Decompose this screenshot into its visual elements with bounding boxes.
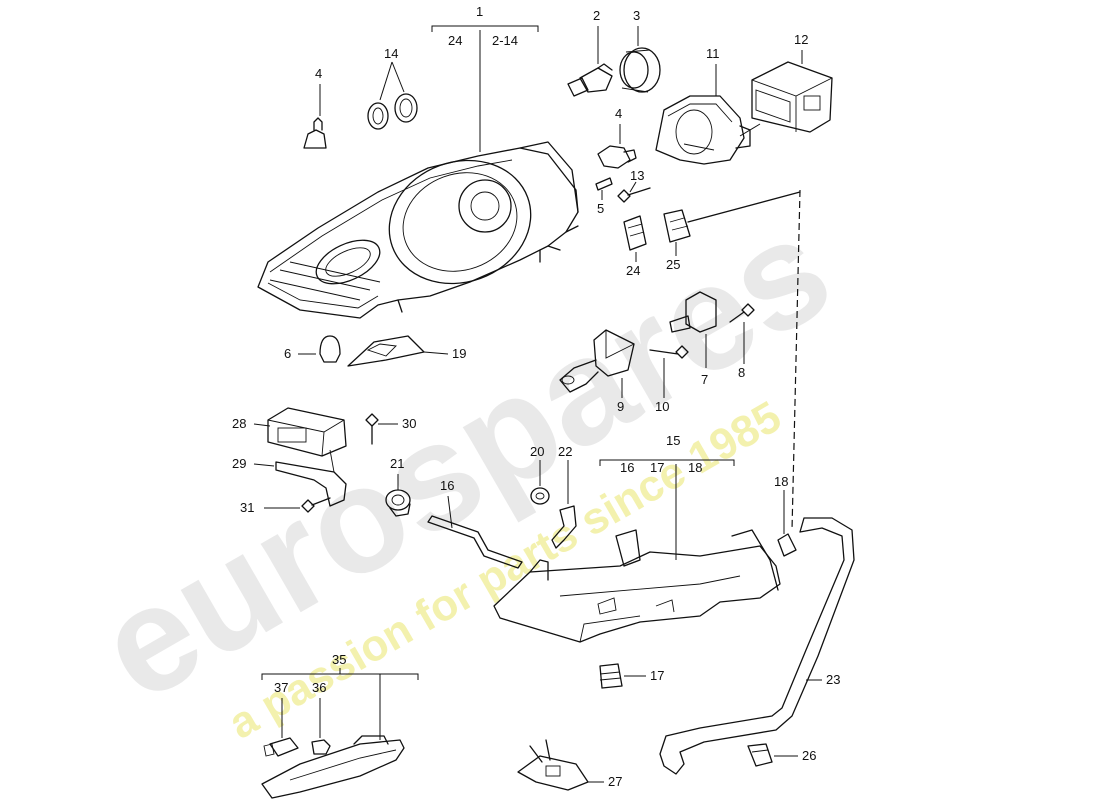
- callout-16: 16: [440, 478, 454, 493]
- nut-20: 20: [530, 444, 550, 505]
- callout-2: 2: [593, 8, 600, 23]
- retaining-ring: 3: [619, 8, 661, 93]
- callout-1: 1: [476, 4, 483, 19]
- callout-28: 28: [232, 416, 246, 431]
- callout-4-left: 4: [315, 66, 322, 81]
- side-marker-group: 35 37 36: [261, 652, 419, 799]
- callout-12: 12: [794, 32, 808, 47]
- xenon-bulb: 2: [567, 8, 613, 97]
- callout-25: 25: [666, 257, 680, 272]
- callout-23: 23: [826, 672, 840, 687]
- callout-18: 18: [774, 474, 788, 489]
- callout-26: 26: [802, 748, 816, 763]
- adjust-rod-16: 16: [427, 478, 523, 569]
- adjuster-motor: 7: [669, 291, 717, 387]
- callout-37: 37: [274, 680, 288, 695]
- callout-11: 11: [706, 46, 720, 61]
- callout-1-right: 2-14: [492, 33, 518, 48]
- bulb-h7-left: 4: [303, 66, 327, 149]
- ballast-control-unit: 12: [739, 32, 833, 137]
- bracket-29: 29: [232, 449, 347, 507]
- screw-8: 8: [729, 303, 755, 380]
- small-bulb: 5: [595, 177, 613, 216]
- screw-13: 13: [617, 168, 651, 203]
- callout-13: 13: [630, 168, 644, 183]
- callout-15-a: 16: [620, 460, 634, 475]
- rubber-buffer: 17: [599, 663, 664, 689]
- callout-14: 14: [384, 46, 398, 61]
- callout-15-b: 17: [650, 460, 664, 475]
- hose-clip-26: 26: [747, 743, 816, 767]
- callout-6: 6: [284, 346, 291, 361]
- connector-24: 24: [623, 215, 647, 278]
- relay-bracket: 9: [559, 329, 635, 414]
- callout-group-1: 1 24 2-14: [431, 4, 539, 48]
- hose-23: 23: [659, 517, 855, 775]
- screw-31: 31: [240, 497, 331, 515]
- callout-5: 5: [597, 201, 604, 216]
- callout-10: 10: [655, 399, 669, 414]
- callout-35: 35: [332, 652, 346, 667]
- callout-1-left: 24: [448, 33, 462, 48]
- callout-4-center: 4: [615, 106, 622, 121]
- dashed-cable: [791, 189, 801, 531]
- callout-3: 3: [633, 8, 640, 23]
- igniter-housing: 11: [655, 46, 751, 165]
- control-module: 28: [232, 407, 347, 457]
- callout-20: 20: [530, 444, 544, 459]
- callout-31: 31: [240, 500, 254, 515]
- callout-27: 27: [608, 774, 622, 789]
- bulb-h7-center: 4: [597, 106, 637, 169]
- base-plate: 15 16 17 18: [493, 433, 781, 643]
- callout-22: 22: [558, 444, 572, 459]
- callout-29: 29: [232, 456, 246, 471]
- callout-24: 24: [626, 263, 640, 278]
- callout-30: 30: [402, 416, 416, 431]
- callout-9: 9: [617, 399, 624, 414]
- clip-18: 18: [774, 474, 797, 557]
- callout-15: 15: [666, 433, 680, 448]
- indicator-bulb: 6: [284, 335, 341, 363]
- screw-10: 10: [649, 345, 689, 414]
- callout-19: 19: [452, 346, 466, 361]
- bracket-27: 27: [517, 739, 622, 791]
- connector-25: 25: [663, 191, 801, 272]
- reflector-trim: 19: [347, 335, 466, 367]
- callout-15-c: 18: [688, 460, 702, 475]
- callout-36: 36: [312, 680, 326, 695]
- clip-22: 22: [551, 444, 577, 549]
- watermark: eurospares a passion for parts since 198…: [72, 183, 856, 749]
- seal-rings: 14: [367, 46, 418, 130]
- callout-8: 8: [738, 365, 745, 380]
- callout-17: 17: [650, 668, 664, 683]
- callout-7: 7: [701, 372, 708, 387]
- grommet-21: 21: [385, 456, 411, 517]
- callout-21: 21: [390, 456, 404, 471]
- screw-30: 30: [365, 413, 416, 445]
- headlight-assembly: [257, 30, 579, 319]
